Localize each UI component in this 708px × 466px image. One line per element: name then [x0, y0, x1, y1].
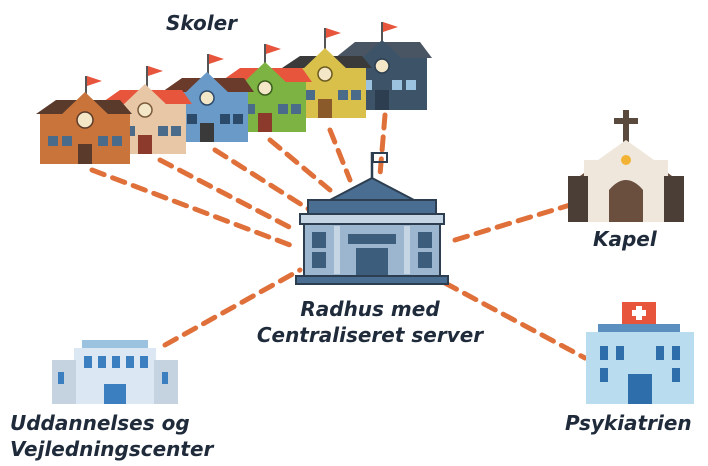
school-building-icon [220, 44, 312, 132]
school-building-icon [282, 28, 372, 118]
link-school-6 [377, 112, 388, 178]
chapel-label: Kapel [593, 227, 657, 251]
town-hall-label-line2: Centraliseret server [256, 323, 484, 347]
link-education [162, 267, 303, 348]
schools-label: Skoler [166, 11, 238, 35]
connection-lines [89, 112, 588, 361]
chapel-icon [568, 110, 684, 222]
schools-group [36, 22, 432, 164]
school-building-icon [36, 76, 132, 164]
education-center-label-line2: Vejledningscenter [10, 437, 214, 461]
link-school-3 [212, 147, 313, 213]
link-psychiatry [442, 280, 588, 361]
town-hall-icon [295, 152, 449, 285]
education-center-label: Uddannelses og Vejledningscenter [10, 410, 213, 462]
school-building-icon [335, 22, 432, 110]
town-hall-label-line1: Radhus med [300, 297, 440, 321]
psychiatry-label: Psykiatrien [565, 411, 692, 435]
hospital-icon [586, 302, 694, 404]
education-center-label-line1: Uddannelses og [10, 411, 190, 435]
school-building-icon [162, 54, 254, 142]
link-chapel [452, 202, 573, 243]
office-building-icon [52, 340, 178, 404]
link-school-2 [157, 157, 298, 233]
link-school-4 [267, 137, 333, 193]
link-school-1 [89, 167, 293, 248]
town-hall-label: Radhus med Centraliseret server [250, 296, 490, 348]
link-school-5 [327, 127, 353, 183]
